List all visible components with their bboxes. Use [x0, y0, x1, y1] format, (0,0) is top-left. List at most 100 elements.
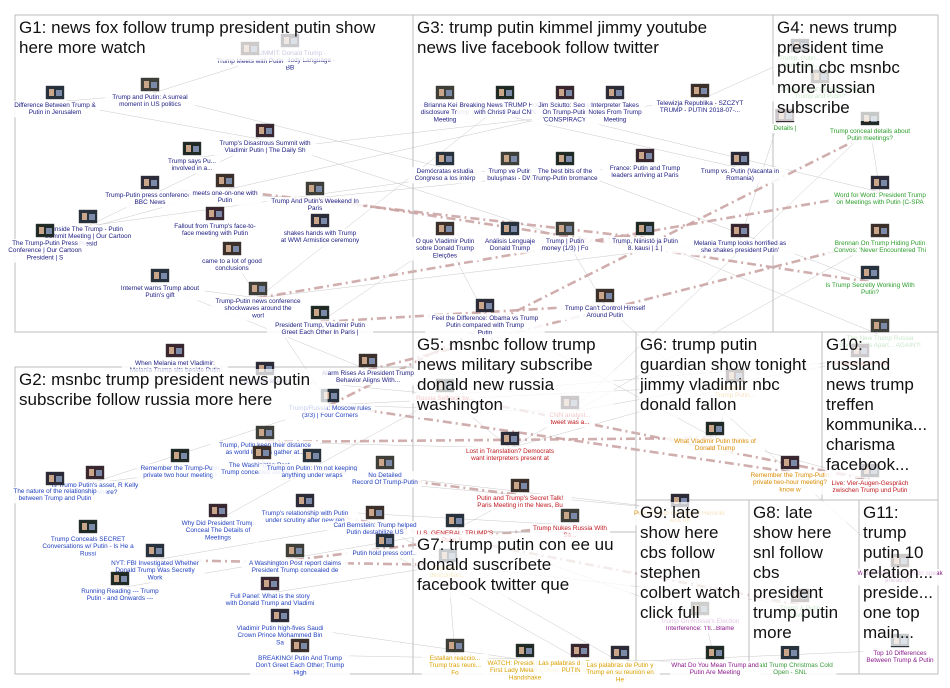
video-label-bg [746, 471, 834, 495]
thumbnail-figure [114, 575, 119, 582]
video-node[interactable]: Trump-Putin press conference -BBC News [98, 175, 202, 208]
group-title-g2: G2: msnbc trump president news putinsubs… [18, 369, 328, 413]
video-title: Trump and Putin: A surreal [112, 94, 187, 101]
group-title-line: charisma [826, 435, 896, 454]
video-title: Trump ve Putin [488, 168, 532, 175]
video-title: with Donald Trump and Vladimi [225, 600, 314, 607]
video-node[interactable]: Difference Between Trump &Putin in Jerus… [10, 85, 100, 118]
video-title: anything under wraps [281, 472, 342, 479]
video-title: Putin - and Onwards --- [87, 595, 153, 602]
group-title-line: news military subscribe [417, 355, 593, 374]
video-node[interactable]: Breaking News TRUMP Hot N...with Christi… [456, 85, 554, 118]
video-node[interactable]: Trump on Putin: I'm not keepinganything … [258, 448, 366, 481]
group-title-line: G7: trump putin con ee uu [417, 535, 614, 554]
thumbnail-figure [274, 612, 279, 619]
video-label-bg [105, 93, 195, 110]
video-node[interactable]: Trump says Pu...involved in a... [163, 141, 221, 174]
thumbnail-figure [331, 393, 337, 399]
video-node[interactable]: Fallout from Trump's face-to-face meetin… [165, 206, 265, 239]
edge [149, 93, 446, 169]
video-title: Lost in Translation? Democrats [466, 448, 554, 455]
thumbnail-figure [621, 650, 627, 656]
thumbnail-figure [439, 89, 444, 96]
video-node[interactable]: Feel the Difference: Obama vs TrumpPutin… [425, 298, 545, 338]
group-title-line: trump [863, 523, 906, 542]
video-node[interactable]: Putin hold press conf... [343, 533, 427, 559]
video-title: Putin's gift [145, 292, 175, 299]
thumbnail-figure [149, 547, 154, 554]
video-title: TRUMP - PUTIN 2018-07-... [660, 107, 740, 114]
group-title-line: president time [777, 38, 884, 57]
thumbnail-figure [49, 475, 54, 482]
thumbnail-figure [316, 186, 322, 192]
video-title: Remember the Trump-Putin [751, 472, 830, 479]
video-node[interactable]: Putin and Trump's Secret Talk!Paris Meet… [468, 478, 572, 511]
video-title: Internet warns Trump about [121, 285, 199, 292]
video-title: Presid [79, 240, 98, 247]
thumbnail-figure [216, 211, 222, 217]
video-title: at WWI Armistice ceremony [281, 237, 360, 244]
video-node[interactable]: Estallan reaccio...Trump tras reuni...Fo [421, 638, 489, 678]
video-label-bg [828, 239, 932, 256]
video-label-bg [743, 661, 837, 678]
thumbnail-figure [646, 226, 652, 232]
video-label-bg [818, 281, 922, 298]
video-title: Trump/Russia: Moscow rules [289, 405, 371, 412]
video-node[interactable]: A Washington Post report claimsPresident… [241, 543, 349, 576]
video-title: Top 10 Differences [873, 650, 926, 657]
video-label-bg [213, 139, 317, 156]
group-title-line: putin 10 [863, 543, 924, 562]
video-label-bg [479, 237, 541, 254]
thumbnail-figure [871, 270, 877, 276]
video-label-bg [343, 549, 427, 559]
video-label-bg [211, 57, 289, 67]
